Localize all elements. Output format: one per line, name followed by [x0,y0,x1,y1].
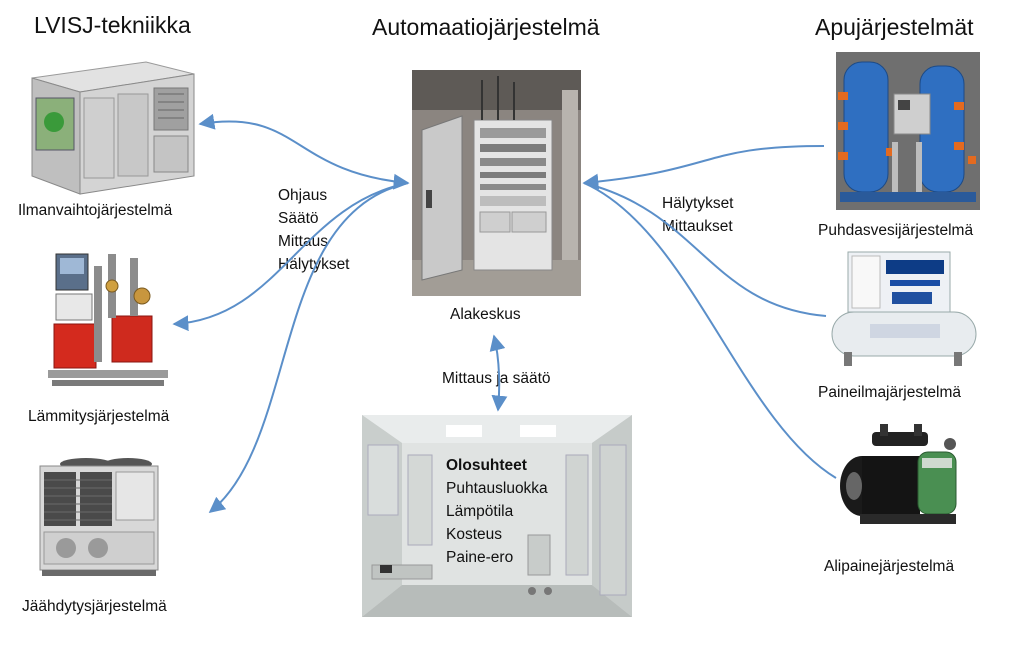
cleanroom-condition-item: Kosteus [446,526,503,543]
air-compressor-icon [830,250,978,368]
cleanroom-condition-item: Lämpötila [446,503,514,520]
left-link-label: Ohjaus Säätö Mittaus Hälytykset [278,184,350,276]
right-system-label-vacuum: Alipainejärjestelmä [824,558,955,575]
header-lvisj: LVISJ-tekniikka [34,12,191,38]
arrow-ventilation-link [198,113,410,190]
left-link-item: Säätö [278,210,319,227]
right-link-item: Hälytykset [662,195,734,212]
header-auxiliary: Apujärjestelmät [815,14,974,40]
left-system-label-ventilation: Ilmanvaihtojärjestelmä [18,202,173,219]
vacuum-pump-icon [840,422,964,530]
cleanroom-conditions-text: Olosuhteet Puhtausluokka Lämpötila Koste… [446,454,548,569]
control-cabinet-icon [412,70,581,296]
water-treatment-tanks-icon [836,52,980,210]
left-link-item: Hälytykset [278,256,350,273]
right-link-item: Mittaukset [662,218,733,235]
arrow-water-link [582,145,825,190]
header-automation: Automaatiojärjestelmä [372,14,600,40]
left-system-label-heating: Lämmitysjärjestelmä [28,408,170,425]
left-link-item: Mittaus [278,233,328,250]
heating-station-icon [46,246,170,398]
right-system-label-compressed-air: Paineilmajärjestelmä [818,384,962,401]
left-system-label-cooling: Jäähdytysjärjestelmä [22,598,167,615]
chiller-unit-icon [36,454,160,580]
left-link-item: Ohjaus [278,187,328,204]
right-system-label-water: Puhdasvesijärjestelmä [818,222,974,239]
air-handling-unit-icon [24,48,196,196]
right-link-label: Hälytykset Mittaukset [662,192,734,238]
cleanroom-conditions-title: Olosuhteet [446,457,527,474]
cleanroom-condition-item: Paine-ero [446,549,514,566]
center-label-alakeskus: Alakeskus [450,306,521,323]
cleanroom-condition-item: Puhtausluokka [446,480,548,497]
bottom-link-label: Mittaus ja säätö [442,370,551,387]
